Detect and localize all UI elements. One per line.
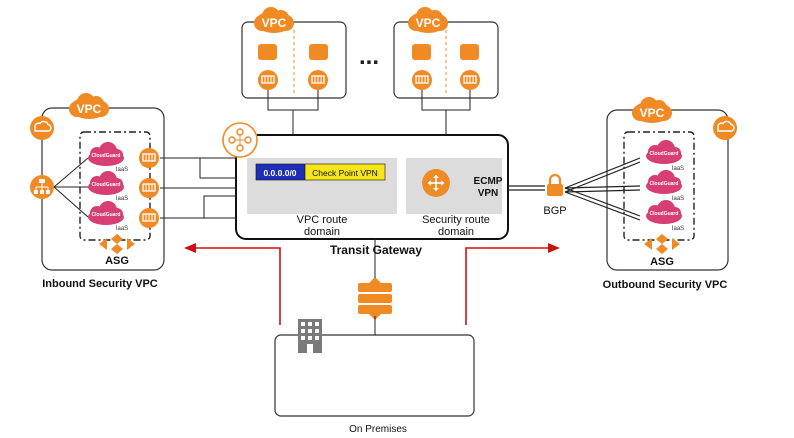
network-interface-icon [411, 69, 433, 91]
inbound-security-vpc: VPC CloudGuard CloudGuard CloudGuard [29, 93, 165, 271]
checkpoint-vpn-text: Check Point VPN [312, 168, 378, 178]
ellipsis: ... [359, 43, 379, 70]
vpc-route-domain-line2: domain [304, 226, 340, 238]
traffic-arrows [192, 247, 552, 325]
cloudguard-text: CloudGuard [92, 182, 121, 188]
cloudguard-text: CloudGuard [650, 151, 679, 157]
iaas-text: IaaS [672, 166, 684, 172]
iaas-text: IaaS [116, 226, 128, 232]
inbound-security-vpc-label: Inbound Security VPC [42, 278, 158, 290]
cloudguard-text: CloudGuard [650, 181, 679, 187]
outbound-security-vpc-label: Outbound Security VPC [603, 279, 728, 291]
on-premises-label: On Premises [349, 424, 407, 435]
cloudguard-text: CloudGuard [92, 153, 121, 159]
router-icon [422, 169, 450, 197]
asg-label: ASG [650, 256, 674, 268]
transit-gateway-label: Transit Gateway [330, 243, 422, 257]
vpc-route-domain-line1: VPC route [297, 214, 348, 226]
asg-label: ASG [105, 255, 129, 267]
top-vpc-connectors [267, 90, 471, 135]
network-interface-icon [138, 207, 160, 229]
route-text: 0.0.0.0/0 [263, 168, 296, 178]
arrow-head-left [184, 243, 196, 253]
cloudguard-text: CloudGuard [92, 212, 121, 218]
ec2-instance-icon [309, 44, 328, 60]
outbound-security-vpc: VPC CloudGuard CloudGuard CloudGuard Iaa… [606, 97, 738, 271]
ec2-instance-icon [460, 44, 479, 60]
vpc-label: VPC [640, 106, 665, 120]
network-interface-icon [257, 69, 279, 91]
cloudguard-text: CloudGuard [650, 211, 679, 217]
network-interface-icon [459, 69, 481, 91]
iaas-text: IaaS [672, 226, 684, 232]
inbound-connectors [160, 157, 236, 219]
top-vpc-1: VPC [241, 7, 347, 99]
top-vpc-2: VPC [393, 7, 499, 99]
outbound-connectors [508, 157, 641, 221]
corporate-building-icon [298, 319, 322, 353]
cloud-icon [29, 115, 55, 141]
cloud-icon [712, 115, 738, 141]
network-interface-icon [307, 69, 329, 91]
network-interface-icon [138, 177, 160, 199]
vpc-label: VPC [262, 16, 287, 30]
firewall-server-icon [358, 277, 392, 320]
on-premises [274, 316, 475, 417]
security-route-domain-line1: Security route [422, 214, 490, 226]
security-route-domain-line2: domain [438, 226, 474, 238]
load-balancer-icon [30, 175, 54, 199]
iaas-text: IaaS [116, 196, 128, 202]
vpn-cell [304, 163, 386, 181]
iaas-text: IaaS [672, 196, 684, 202]
vpn-text: VPN [478, 188, 499, 199]
arrow-head-right [548, 243, 560, 253]
iaas-text: IaaS [116, 167, 128, 173]
vpc-label: VPC [416, 16, 441, 30]
security-route-domain-panel [406, 158, 502, 214]
network-interface-icon [138, 147, 160, 169]
vpc-label: VPC [77, 102, 102, 116]
ec2-instance-icon [412, 44, 431, 60]
transit-gateway-icon [222, 122, 258, 158]
ecmp-text: ECMP [474, 176, 503, 187]
transit-gateway: 0.0.0.0/0 Check Point VPN VPC route doma… [222, 122, 509, 240]
vpn-gateway-lock-icon [547, 173, 563, 196]
ec2-instance-icon [258, 44, 277, 60]
bgp-label: BGP [543, 205, 566, 217]
